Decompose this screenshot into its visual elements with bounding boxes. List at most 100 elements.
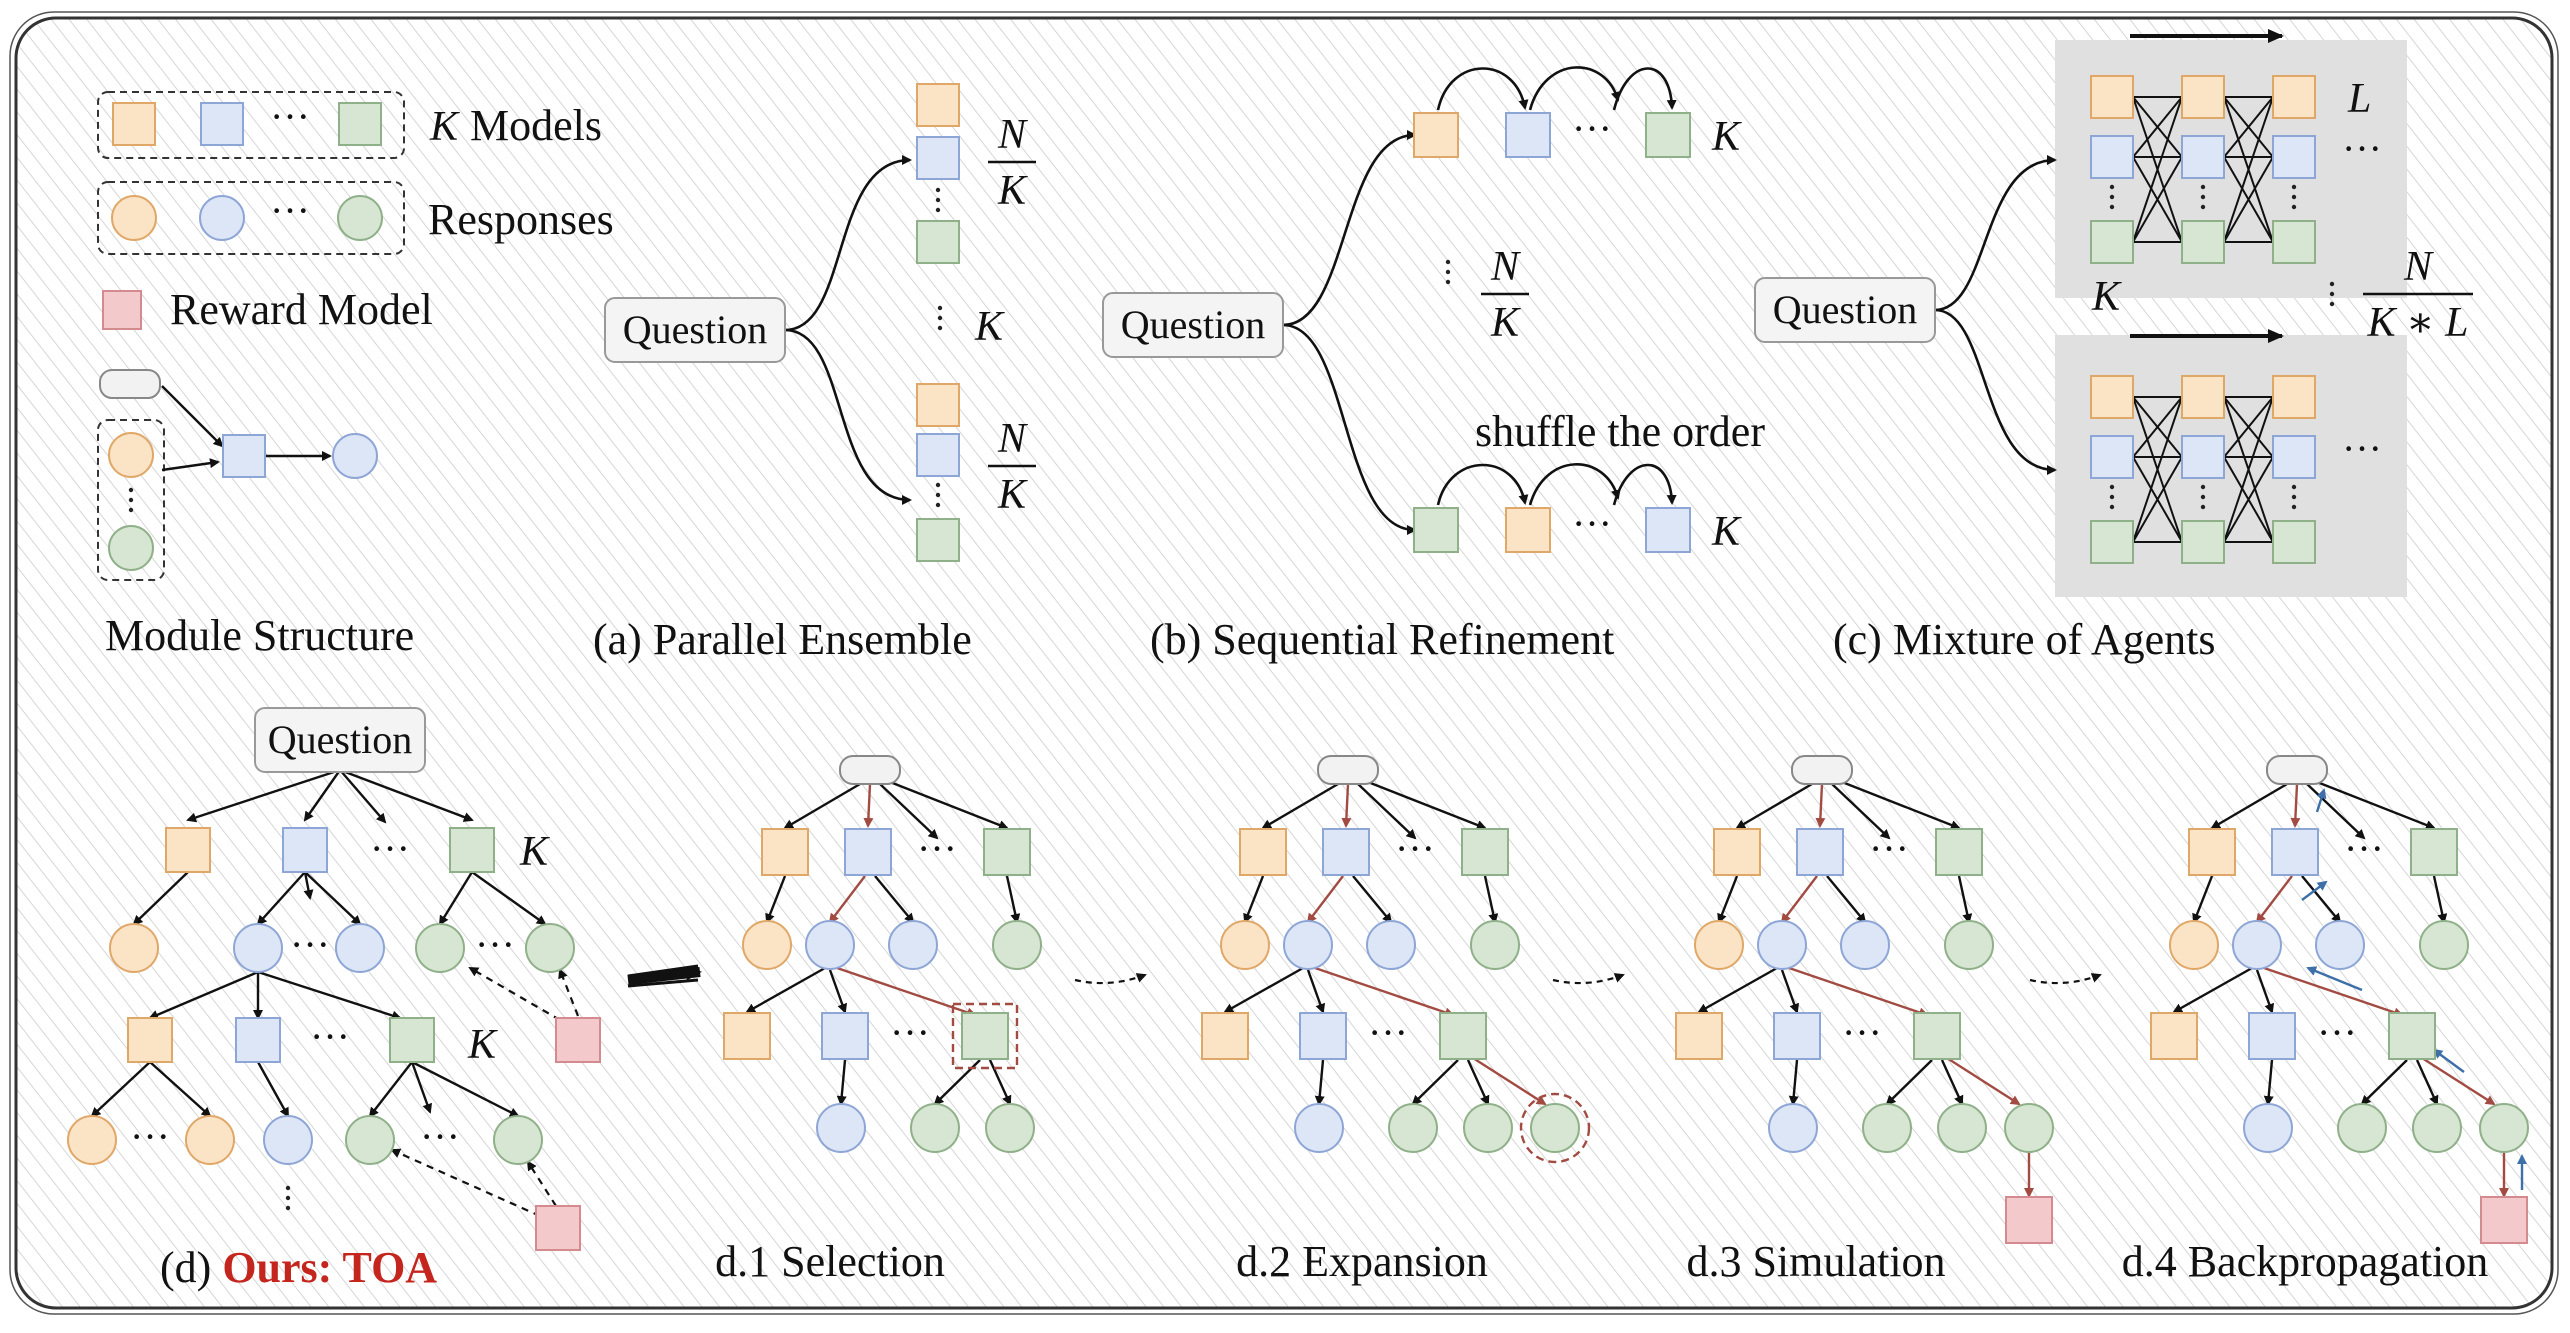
d2-tree-edge [1306, 969, 1326, 1014]
blue-model-square [1299, 1012, 1347, 1060]
d-transition-arrow-sketch [627, 964, 699, 978]
b-bottom-hop-3 [1612, 463, 1677, 506]
d4-tree-edge [2210, 782, 2288, 830]
d-root-edge [186, 768, 341, 823]
d-edge [410, 1061, 432, 1114]
blue-response-circle [332, 433, 378, 479]
orange-response-circle [108, 432, 154, 478]
d4-tree-edge [2263, 1059, 2274, 1106]
question-node [1791, 755, 1853, 785]
d-mid-ellipsis-green: ··· [475, 922, 515, 967]
question-box-d-label: Question [268, 717, 412, 762]
blue-model-square [844, 828, 892, 876]
blue-response-circle [1366, 920, 1416, 970]
moa-bottom-layer-edge [2223, 456, 2274, 543]
orange-model-square [2272, 75, 2316, 119]
orange-model-square [1713, 828, 1761, 876]
blue-model-square [2090, 435, 2134, 479]
moa-top-layer-edge [2223, 156, 2274, 243]
d2-tree-l1-ellipsis: ··· [1395, 826, 1435, 871]
orange-response-circle [742, 920, 792, 970]
blue-model-square [1505, 112, 1551, 158]
blue-model-square [916, 136, 960, 180]
d4-tree-backprop-arrow [2301, 880, 2328, 901]
d4-tree-edge [2172, 966, 2253, 1014]
green-model-square [1413, 507, 1459, 553]
green-response-circle [493, 1115, 543, 1165]
moa-bottom-layer-edge [2132, 396, 2183, 543]
moa-bottom-layer-edge [2223, 396, 2274, 458]
moa-bottom-column-dots [2200, 494, 2206, 500]
c-fraction-numerator: N [2403, 244, 2434, 290]
module-responses-box [97, 419, 165, 581]
d2-tree-selected-path [1306, 875, 1344, 924]
d1-tree-edge [745, 966, 826, 1014]
moa-between-dots [2329, 281, 2335, 287]
orange-model-square [1413, 112, 1459, 158]
a-fraction-bottom-numerator: N [997, 416, 1028, 462]
b-middle-dots [1445, 269, 1451, 275]
moa-bottom-column-dots [2109, 484, 2115, 490]
orange-response-circle [185, 1115, 235, 1165]
blue-model-square [2248, 1012, 2296, 1060]
d-edge [438, 871, 474, 926]
legend-responses-box [97, 181, 405, 255]
caption-sequential-refinement: (b) Sequential Refinement [1150, 615, 1614, 664]
moa-bottom-column-dots [2291, 504, 2297, 510]
d1-tree-selected-node-highlight [951, 1002, 1019, 1070]
blue-response-circle [2243, 1103, 2293, 1153]
d-root-edge [339, 769, 387, 824]
d-bottom-vertical-dots [285, 1205, 291, 1211]
d-bottom-vertical-dots [285, 1185, 291, 1191]
moa-top-layer-edge [2132, 96, 2183, 158]
d4-tree-selected-path [2290, 783, 2301, 828]
d-edge [257, 970, 402, 1021]
d-top-ellipsis: ··· [370, 826, 410, 871]
green-response-circle [2337, 1103, 2387, 1153]
moa-top-column-dots [2200, 204, 2206, 210]
caption-d3-simulation: d.3 Simulation [1686, 1237, 1945, 1286]
question-box-b [1102, 292, 1284, 358]
moa-bottom-column-dots [2291, 484, 2297, 490]
b-bottom-hop-2 [1528, 463, 1621, 506]
green-model-square [2090, 220, 2134, 264]
green-response-circle [992, 920, 1042, 970]
d2-tree-selected-path [1341, 783, 1352, 828]
d-edge [471, 871, 547, 926]
b-top-hop-3 [1612, 67, 1677, 111]
orange-model-square [1675, 1012, 1723, 1060]
blue-model-square [1773, 1012, 1821, 1060]
moa-top-column-dots [2200, 184, 2206, 190]
orange-response-circle [1220, 920, 1270, 970]
green-model-square [1935, 828, 1983, 876]
d-transition-arrow-sketch [627, 978, 699, 988]
moa-top-layer-edge [2223, 96, 2274, 158]
green-model-square [1461, 828, 1509, 876]
d4-tree-selected-path [2263, 966, 2404, 1018]
blue-model-square [200, 102, 244, 146]
orange-model-square [165, 827, 211, 873]
green-response-circle [1937, 1103, 1987, 1153]
d2-tree-edge [1314, 1059, 1325, 1106]
green-model-square [1645, 112, 1691, 158]
branch-b-top [1282, 130, 1417, 327]
branch-a-bottom [784, 328, 912, 505]
d2-tree-edge [1352, 875, 1393, 924]
stage-transition-arrow [2029, 973, 2102, 985]
blue-model-square [916, 433, 960, 477]
a-k-label: K [974, 304, 1005, 350]
d3-tree-selected-path [1946, 1056, 2021, 1106]
green-model-square [449, 827, 495, 873]
moa-bottom-column-dots [2200, 504, 2206, 510]
d-root-edge [339, 768, 474, 822]
d1-tree-selected-path [828, 875, 866, 924]
green-response-circle [1944, 920, 1994, 970]
legend-responses-ellipsis: ··· [270, 188, 310, 233]
b-top-ellipsis: ··· [1572, 106, 1612, 151]
d-root-edge [303, 769, 341, 822]
legend-models-ellipsis: ··· [270, 94, 310, 139]
blue-model-square [222, 434, 266, 478]
caption-ours-name: Ours: TOA [222, 1243, 437, 1292]
caption-ours-prefix: (d) [160, 1243, 222, 1292]
